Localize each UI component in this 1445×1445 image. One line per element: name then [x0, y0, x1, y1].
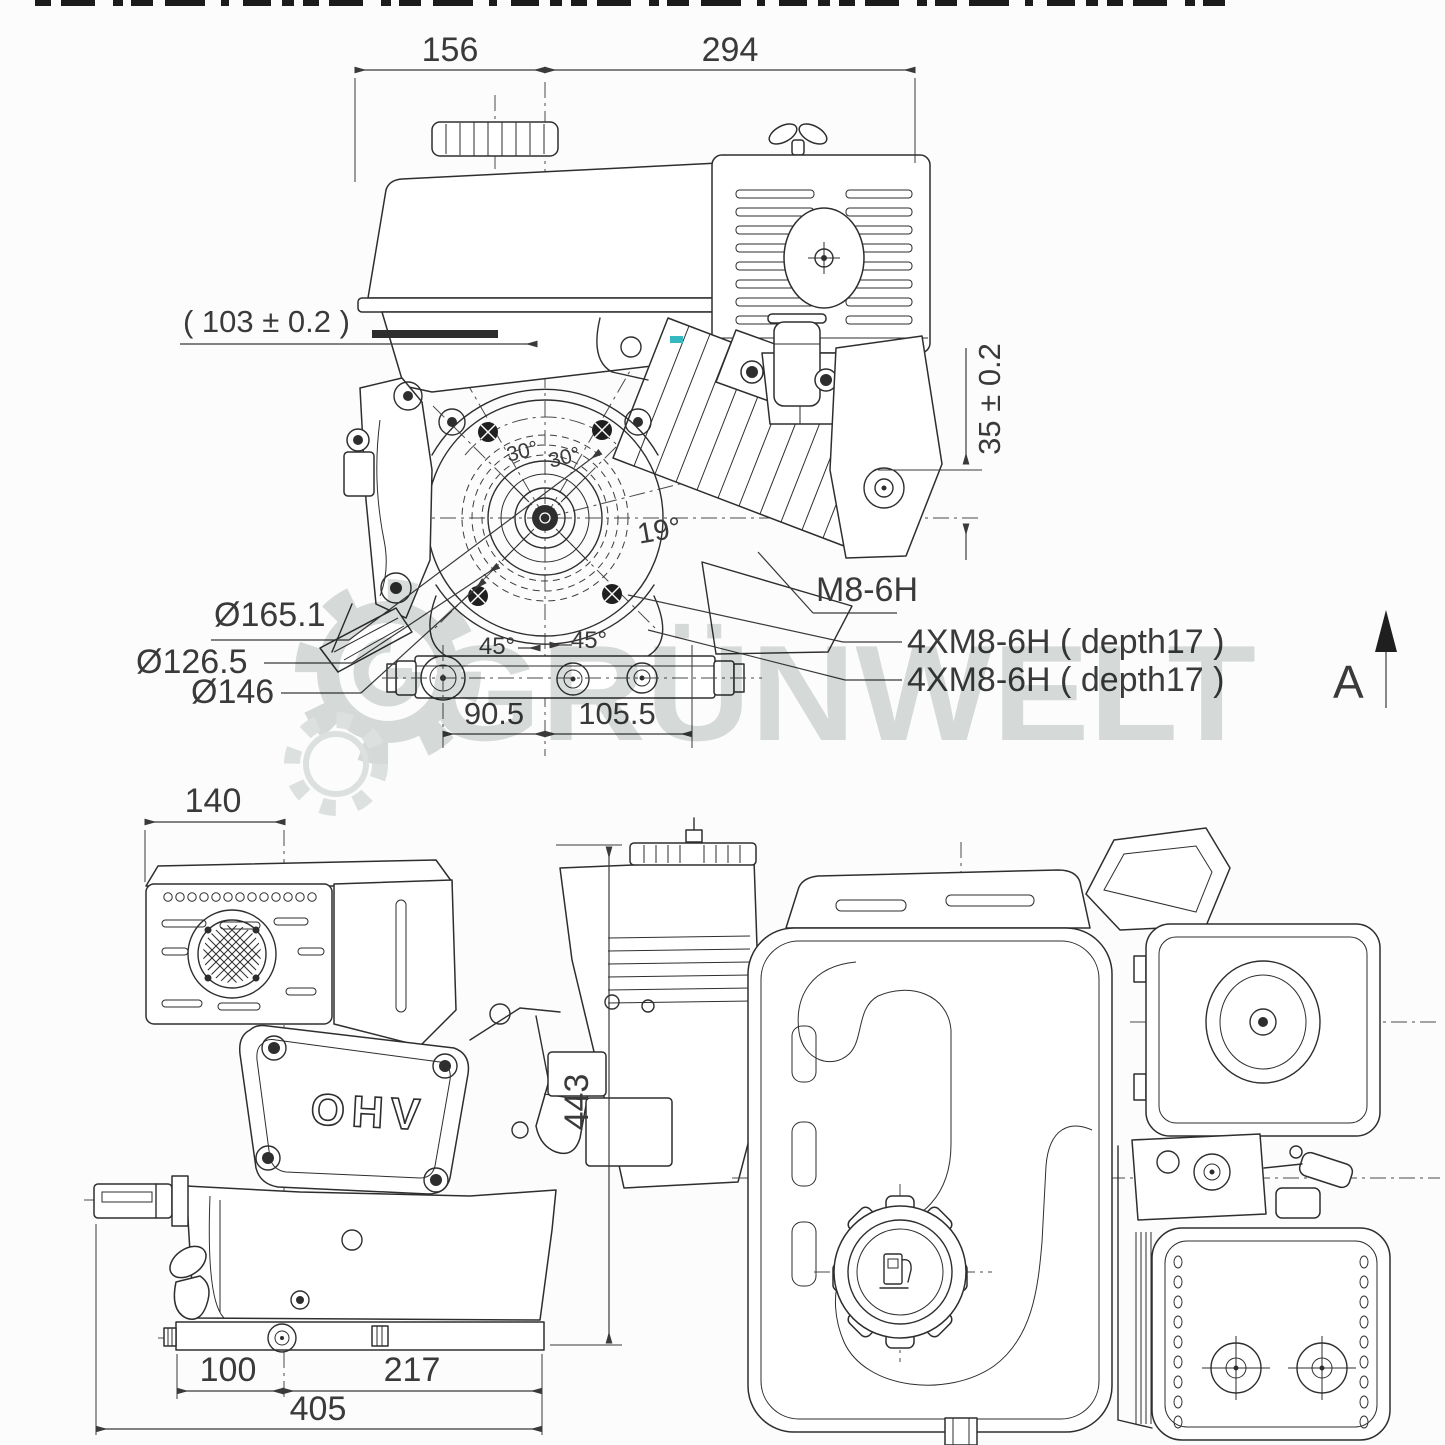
- left-controls: [319, 377, 433, 673]
- dim-90-label: 90.5: [464, 696, 524, 731]
- dia-126: Ø126.5: [136, 562, 501, 681]
- dim-103-label: ( 103 ± 0.2 ): [183, 304, 350, 339]
- mount-bolt-holes: [438, 408, 652, 606]
- valve-cover: OHV: [238, 1024, 470, 1195]
- dim-294: 294: [544, 31, 916, 74]
- thread-m8: M8-6H: [757, 551, 918, 614]
- dim-105-label: 105.5: [578, 696, 656, 731]
- air-filter-housing: [711, 123, 931, 354]
- recoil-starter: [1117, 1145, 1391, 1441]
- dia-165-label: Ø165.1: [214, 596, 326, 634]
- watermark-text: GRÜNWELT: [428, 617, 1256, 769]
- angle-30-right: 30°: [546, 443, 582, 473]
- front-view: 156 294 ( 103 ± 0.2 ) 35 ± 0.2 Ø165.1: [136, 31, 1397, 756]
- angle-45-right: 45°: [571, 627, 607, 654]
- dim-294-label: 294: [702, 31, 759, 69]
- angle-45-left: 45°: [479, 633, 515, 660]
- thread-4xm8-b: 4XM8-6H ( depth17 ): [647, 629, 1225, 699]
- choke-knob: [1298, 1151, 1354, 1189]
- dim-140: 140: [144, 782, 286, 882]
- dim-140-label: 140: [185, 782, 242, 820]
- dia-146-label: Ø146: [191, 673, 274, 711]
- side-view-right: [732, 827, 1440, 1445]
- spokes: [504, 477, 586, 559]
- teal-mark: [670, 336, 683, 343]
- ohv-label: OHV: [309, 1085, 428, 1140]
- watermark: GRÜNWELT: [284, 579, 1256, 816]
- tank-shadow-slot: [372, 330, 498, 338]
- air-filter-side: [1130, 923, 1436, 1137]
- thread-4xm8-b-label: 4XM8-6H ( depth17 ): [907, 661, 1225, 699]
- dim-156: 156: [354, 31, 916, 182]
- recoil-vents-right: [1359, 1255, 1369, 1429]
- dim-105: 105.5: [544, 645, 693, 748]
- angle-19: 19°: [635, 512, 684, 551]
- dim-90: 90.5: [442, 645, 546, 748]
- mount-rail-side: [163, 1321, 545, 1353]
- mount-rail: [382, 595, 762, 701]
- view-a-label: A: [1333, 656, 1364, 708]
- side-view-left: OHV: [84, 782, 763, 1435]
- side-view-dimensions: 140 443 100 217 405: [95, 782, 622, 1435]
- output-shaft-bottom: [944, 1417, 978, 1445]
- dim-156-label: 156: [422, 31, 479, 69]
- dim-100: 100: [176, 1351, 284, 1399]
- dim-217-label: 217: [384, 1351, 441, 1389]
- fuel-cap: [814, 1184, 992, 1362]
- muffler-slots: [161, 917, 325, 1011]
- dim-443: 443: [550, 844, 622, 1346]
- dipstick: [169, 1245, 207, 1279]
- dim-35-label: 35 ± 0.2: [972, 343, 1007, 455]
- fuel-pump-icon: [879, 1253, 912, 1289]
- watermark-gear-icon: [284, 579, 481, 816]
- carburetor-side: [1131, 1133, 1354, 1221]
- carry-handle: [1085, 827, 1231, 931]
- dim-217: 217: [282, 1351, 543, 1435]
- front-view-dimensions: 156 294 ( 103 ± 0.2 ) 35 ± 0.2 Ø165.1: [136, 31, 1397, 748]
- wing-nut-icon: [768, 123, 828, 156]
- muffler-top-vents: [163, 892, 317, 902]
- dia-126-label: Ø126.5: [136, 643, 248, 681]
- thread-4xm8-a-label: 4XM8-6H ( depth17 ): [907, 623, 1225, 661]
- view-direction-a: A: [1333, 610, 1397, 708]
- dim-405-label: 405: [290, 1390, 347, 1428]
- crankcase-face: [426, 388, 664, 645]
- blower-housing: [495, 817, 763, 1232]
- dim-405: 405: [95, 1224, 543, 1435]
- dim-443-label: 443: [558, 1074, 596, 1131]
- dim-35: 35 ± 0.2: [878, 343, 1007, 560]
- recoil-vents-left: [1173, 1255, 1183, 1429]
- view-a-arrow-icon: [1375, 610, 1397, 652]
- crankcase-side: [169, 1185, 557, 1321]
- thread-4xm8-a: 4XM8-6H ( depth17 ): [627, 594, 1225, 661]
- tank-cap-ribs: [445, 122, 545, 156]
- muffler-bracket-panel: [596, 317, 943, 655]
- thread-m8-label: M8-6H: [816, 571, 918, 609]
- fuel-tank-side: [747, 827, 1231, 1433]
- recoil-bolts: [1202, 1336, 1356, 1400]
- pto-shaft: [93, 1175, 189, 1227]
- dim-100-label: 100: [200, 1351, 257, 1389]
- dia-146: Ø146: [191, 578, 487, 711]
- muffler: [145, 859, 457, 1047]
- dim-103: ( 103 ± 0.2 ): [180, 304, 538, 348]
